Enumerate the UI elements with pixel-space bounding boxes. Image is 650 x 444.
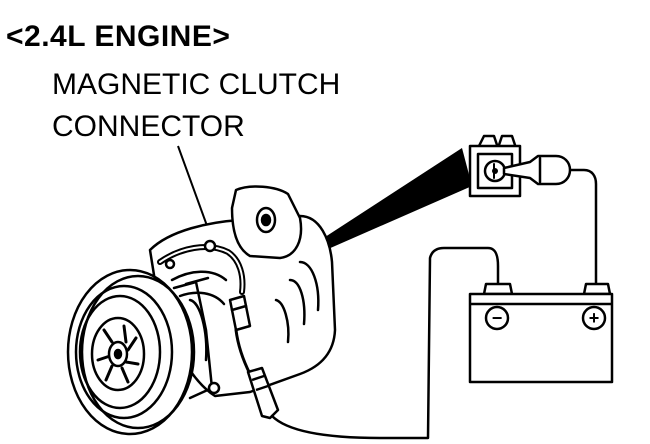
battery-positive-terminal [581,305,607,331]
battery-negative-symbol: − [492,308,503,328]
test-wiring [270,168,598,440]
battery-negative-terminal [484,305,510,331]
positive-test-lead [566,168,598,294]
negative-test-lead [270,246,500,440]
connector-detail [468,134,572,198]
battery-negative-post [482,282,514,296]
engine-heading: <2.4L ENGINE> [6,20,231,53]
compressor-lead-clip [246,366,280,420]
ac-compressor [66,185,337,436]
callout-label-line-1: MAGNETIC CLUTCH [52,68,341,101]
callout-label-line-2: CONNECTOR [52,110,245,143]
battery [468,282,614,384]
battery-positive-post [582,282,612,296]
battery-positive-symbol: + [589,308,600,328]
clutch-connector [228,294,252,332]
test-probe [502,154,572,186]
